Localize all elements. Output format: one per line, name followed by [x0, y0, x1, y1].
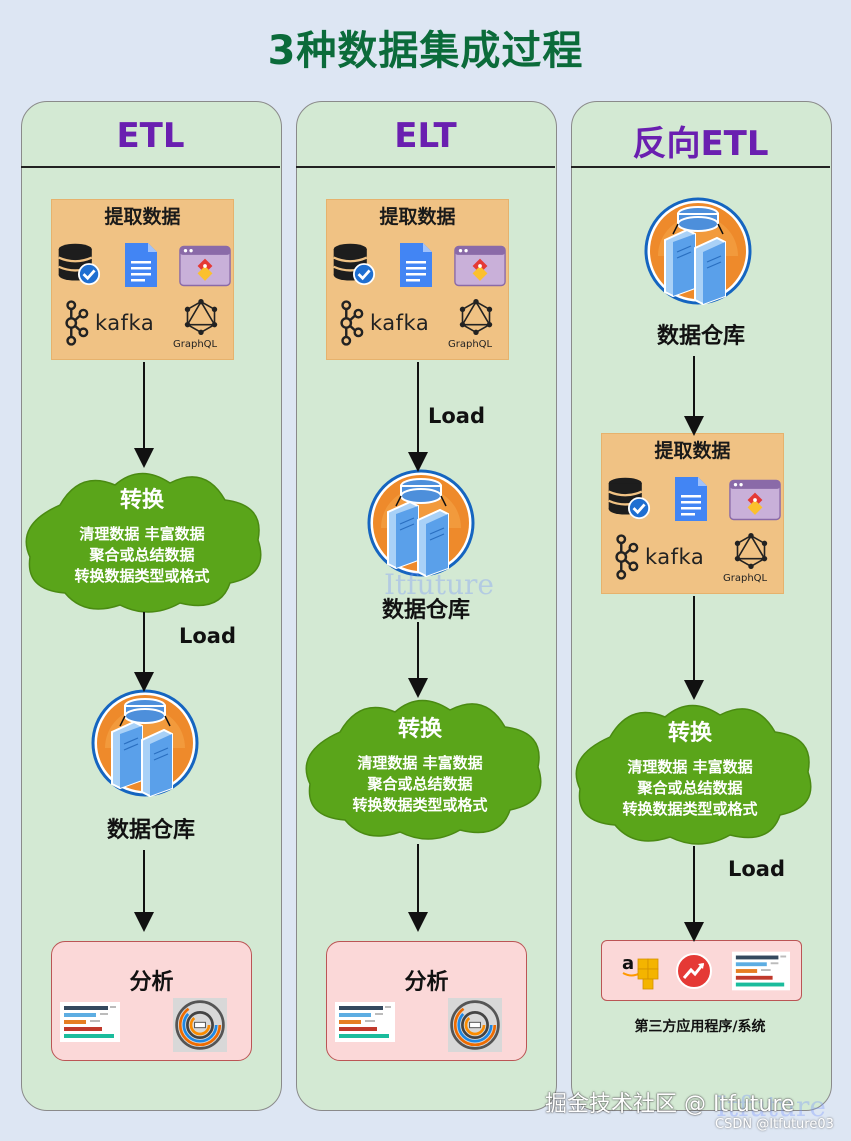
reverse-etl-title-divider — [571, 166, 830, 168]
elt-transform-text: 转换 清理数据 丰富数据 聚合或总结数据 转换数据类型或格式 — [300, 711, 540, 816]
kafka-label: kafka — [645, 545, 705, 569]
analysis-title: 分析 — [404, 970, 449, 995]
transform-title: 转换 — [667, 721, 712, 746]
diagram-title: 3种数据集成过程 — [267, 28, 584, 74]
extract-title: 提取数据 — [654, 440, 731, 462]
elt-transform-cloud — [305, 699, 542, 840]
footer-juejin: 掘金技术社区 @ Itfuture — [545, 1092, 795, 1117]
third-party-label: 第三方应用程序/系统 — [634, 1019, 766, 1035]
transform-line-3: 转换数据类型或格式 — [74, 567, 210, 585]
elt-warehouse-label: 数据仓库 — [381, 598, 470, 623]
elt-extract-box: 提取数据 kafka GraphQL — [326, 199, 509, 360]
etl-warehouse-label: 数据仓库 — [106, 818, 195, 843]
watermark: Itfuture — [384, 568, 494, 601]
extract-title: 提取数据 — [104, 206, 181, 228]
etl-load-label: Load — [179, 624, 237, 648]
transform-line-1: 清理数据 丰富数据 — [627, 758, 753, 776]
elt-column-title: ELT — [394, 116, 457, 156]
transform-line-3: 转换数据类型或格式 — [622, 800, 758, 818]
reverse-etl-extract-box: 提取数据 kafka GraphQL — [601, 433, 784, 594]
transform-title: 转换 — [119, 488, 164, 513]
etl-title-divider — [21, 166, 280, 168]
transform-line-2: 聚合或总结数据 — [367, 775, 473, 793]
graphql-label: GraphQL — [173, 339, 218, 350]
analysis-title: 分析 — [129, 970, 174, 995]
elt-load-label: Load — [428, 404, 486, 428]
kafka-label: kafka — [95, 311, 155, 335]
footer-csdn: CSDN @Itfuture03 — [715, 1117, 834, 1132]
etl-column-title: ETL — [116, 116, 185, 156]
kafka-label: kafka — [370, 311, 430, 335]
third-party-box — [601, 940, 802, 1001]
reverse-etl-load-label: Load — [728, 857, 786, 881]
etl-extract-box: 提取数据 kafka GraphQL — [51, 199, 234, 360]
reverse-etl-transform-cloud — [575, 704, 812, 845]
watermark: Itfuture — [716, 1090, 826, 1123]
transform-line-2: 聚合或总结数据 — [89, 546, 195, 564]
transform-line-1: 清理数据 丰富数据 — [79, 525, 205, 543]
reverse-etl-column-title: 反向ETL — [632, 124, 769, 164]
elt-analysis-box: 分析 — [326, 941, 527, 1061]
etl-transform-text: 转换 清理数据 丰富数据 聚合或总结数据 转换数据类型或格式 — [22, 482, 262, 587]
reverse-etl-transform-text: 转换 清理数据 丰富数据 聚合或总结数据 转换数据类型或格式 — [570, 715, 810, 820]
extract-title: 提取数据 — [379, 206, 456, 228]
etl-analysis-box: 分析 — [51, 941, 252, 1061]
reverse-etl-warehouse-label: 数据仓库 — [656, 324, 745, 349]
elt-title-divider — [296, 166, 555, 168]
transform-line-2: 聚合或总结数据 — [637, 779, 743, 797]
graphql-label: GraphQL — [448, 339, 493, 350]
transform-title: 转换 — [397, 717, 442, 742]
etl-transform-cloud — [25, 472, 262, 613]
graphql-label: GraphQL — [723, 573, 768, 584]
transform-line-3: 转换数据类型或格式 — [352, 796, 488, 814]
transform-line-1: 清理数据 丰富数据 — [357, 754, 483, 772]
